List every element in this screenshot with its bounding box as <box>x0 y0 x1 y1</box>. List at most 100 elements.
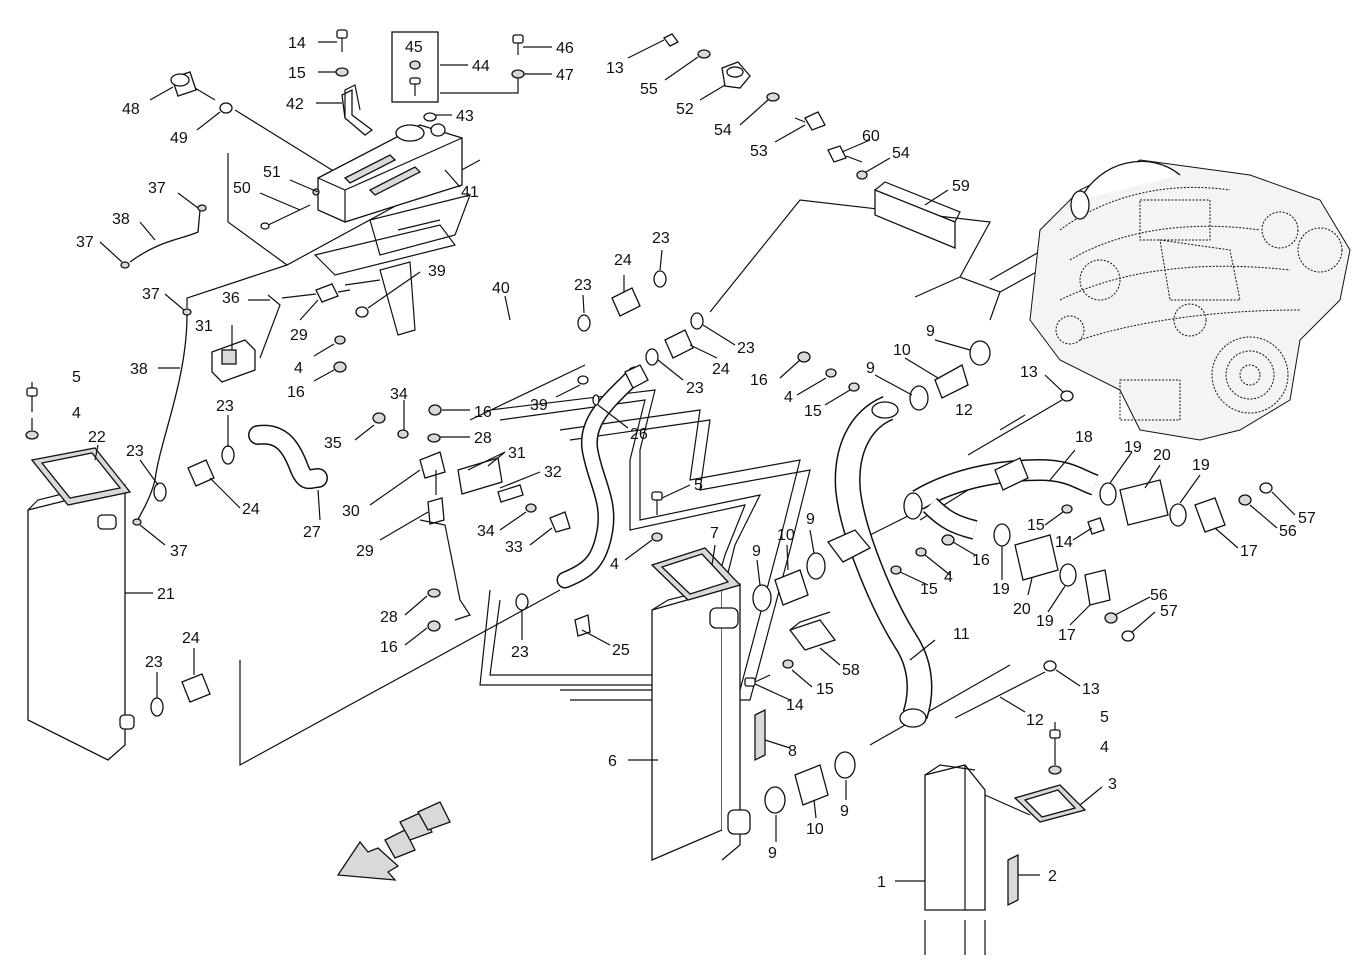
seal-3 <box>1013 784 1087 823</box>
callout: 50 <box>233 180 251 197</box>
callout: 4 <box>72 405 81 422</box>
callout: 4 <box>784 389 793 406</box>
expansion-tank-41 <box>313 123 471 336</box>
callout: 5 <box>694 477 703 494</box>
callout: 15 <box>1027 517 1045 534</box>
callout: 39 <box>530 397 548 414</box>
callout: 19 <box>1124 439 1142 456</box>
callout: 27 <box>303 524 321 541</box>
callout: 31 <box>508 445 526 462</box>
callout: 52 <box>676 101 694 118</box>
callout: 20 <box>1153 447 1171 464</box>
callout: 9 <box>926 323 935 340</box>
callout: 15 <box>288 65 306 82</box>
callout: 35 <box>324 435 342 452</box>
callout: 54 <box>714 122 732 139</box>
callout: 32 <box>544 464 562 481</box>
callout: 58 <box>842 662 860 679</box>
callout: 9 <box>840 803 849 820</box>
callout: 23 <box>574 277 592 294</box>
hardware-right <box>890 504 1105 575</box>
callout: 45 <box>405 39 423 56</box>
callout: 12 <box>955 402 973 419</box>
callout: 17 <box>1240 543 1258 560</box>
callout: 53 <box>750 143 768 160</box>
bolt-5-left <box>25 387 39 440</box>
strip-2 <box>1007 853 1019 907</box>
callout: 23 <box>737 340 755 357</box>
callout: 16 <box>750 372 768 389</box>
callout: 59 <box>952 178 970 195</box>
callout: 28 <box>380 609 398 626</box>
callout: 16 <box>474 404 492 421</box>
sleeve-24-left <box>153 445 235 502</box>
clamp-block-31 <box>211 294 281 383</box>
callout: 26 <box>630 426 648 443</box>
callout: 9 <box>866 360 875 377</box>
callout: 60 <box>862 128 880 145</box>
callout: 24 <box>182 630 200 647</box>
callout: 5 <box>72 369 81 386</box>
sleeve-20-lower <box>993 523 1135 642</box>
direction-arrow <box>336 801 451 881</box>
callout: 14 <box>288 35 306 52</box>
callout: 7 <box>710 525 719 542</box>
hose-26-marker <box>592 394 600 406</box>
callout: 23 <box>145 654 163 671</box>
callout: 23 <box>686 380 704 397</box>
bolt-5-center <box>651 491 663 542</box>
callout: 9 <box>806 511 815 528</box>
callout: 8 <box>788 743 797 760</box>
callout: 1 <box>877 874 886 891</box>
pipe-11 <box>826 396 933 728</box>
callout: 46 <box>556 40 574 57</box>
hose-40 <box>353 312 582 378</box>
washer-49 <box>219 102 233 114</box>
bolt-46 <box>512 34 524 55</box>
coupling-middle <box>752 552 826 612</box>
callout-labels: 14 15 42 45 44 46 47 13 55 52 54 53 48 4… <box>72 35 1316 891</box>
callout: 16 <box>972 552 990 569</box>
callout: 23 <box>511 644 529 661</box>
callout: 15 <box>920 581 938 598</box>
callout: 34 <box>390 386 408 403</box>
callout: 4 <box>1100 739 1109 756</box>
strip-8 <box>754 708 766 762</box>
washer-15-top <box>335 67 349 77</box>
bracket-42 <box>341 84 374 136</box>
callout: 29 <box>290 327 308 344</box>
callout: 10 <box>806 821 824 838</box>
callout: 23 <box>652 230 670 247</box>
callout: 36 <box>222 290 240 307</box>
clamp-25 <box>574 614 591 637</box>
hardware-center <box>333 335 571 632</box>
pipe-elbow-upper <box>624 364 649 389</box>
sensor-48 <box>170 71 216 101</box>
callout: 14 <box>786 697 804 714</box>
cap-kit-44 <box>391 31 439 122</box>
callout: 13 <box>606 60 624 77</box>
callout: 57 <box>1160 603 1178 620</box>
plug-39-upper <box>355 306 369 318</box>
callout: 4 <box>610 556 619 573</box>
callout: 49 <box>170 130 188 147</box>
callout: 14 <box>1055 534 1073 551</box>
callout: 42 <box>286 96 304 113</box>
callout: 20 <box>1013 601 1031 618</box>
callout: 23 <box>126 443 144 460</box>
callout: 39 <box>428 263 446 280</box>
callout: 19 <box>1192 457 1210 474</box>
callout: 13 <box>1020 364 1038 381</box>
callout: 51 <box>263 164 281 181</box>
callout: 31 <box>195 318 213 335</box>
bolt-14-top <box>336 29 348 52</box>
callout: 40 <box>492 280 510 297</box>
callout: 5 <box>1100 709 1109 726</box>
sleeve-20-upper <box>1099 479 1273 533</box>
callout: 23 <box>216 398 234 415</box>
callout: 16 <box>287 384 305 401</box>
washer-47 <box>511 69 525 79</box>
callout: 37 <box>142 286 160 303</box>
callout: 25 <box>612 642 630 659</box>
sleeve-24-upper <box>577 270 667 332</box>
